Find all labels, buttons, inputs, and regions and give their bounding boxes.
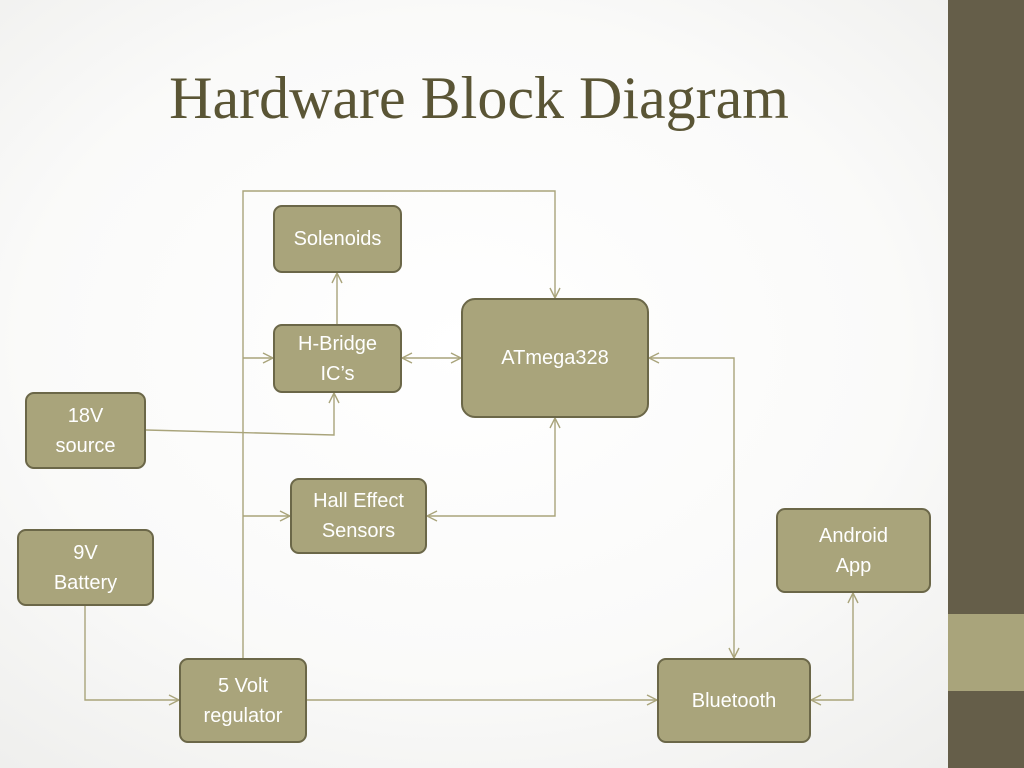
connector-regulator-to-atmega [242,190,555,658]
connector-hall-atmega [427,418,555,516]
block-5-volt-regulator: 5 Volt regulator [179,658,307,743]
connector-bluetooth-android [811,593,853,700]
block-9v-battery: 9V Battery [17,529,154,606]
block-bluetooth: Bluetooth [657,658,811,743]
connector-atmega-bluetooth [649,358,734,658]
block-android-app: Android App [776,508,931,593]
block-solenoids: Solenoids [273,205,402,273]
connector-18v-to-hbridge [145,393,334,436]
page-title: Hardware Block Diagram [169,65,789,131]
block-h-bridge: H-Bridge IC’s [273,324,402,393]
sidebar-accent [948,614,1024,691]
block-atmega328: ATmega328 [461,298,649,418]
connector-battery-to-regulator [84,606,179,700]
block-hall-effect-sensors: Hall Effect Sensors [290,478,427,554]
block-18v-source: 18V source [25,392,146,469]
